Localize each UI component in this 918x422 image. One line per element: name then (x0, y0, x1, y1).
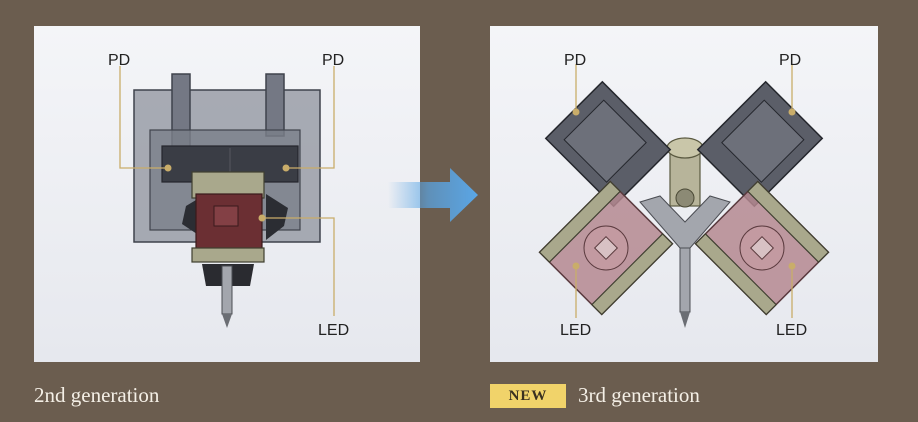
pd-label-right: PD (322, 52, 345, 69)
led-label: LED (318, 322, 350, 339)
pd-label-left: PD (564, 52, 587, 69)
pd-label-left: PD (108, 52, 131, 69)
third-gen-caption: 3rd generation (578, 383, 700, 407)
third-gen-sensor-diagram (538, 64, 830, 328)
arrow-right-icon (388, 168, 478, 222)
new-badge: NEW (490, 384, 566, 408)
second-gen-caption: 2nd generation (34, 383, 160, 407)
led-label-right: LED (776, 322, 808, 339)
third-gen-panel: PD PD LED LED (490, 26, 878, 362)
pd-label-right: PD (779, 52, 802, 69)
second-gen-sensor-diagram (119, 66, 335, 328)
second-gen-panel: PD PD LED (34, 26, 420, 362)
led-label-left: LED (560, 322, 592, 339)
